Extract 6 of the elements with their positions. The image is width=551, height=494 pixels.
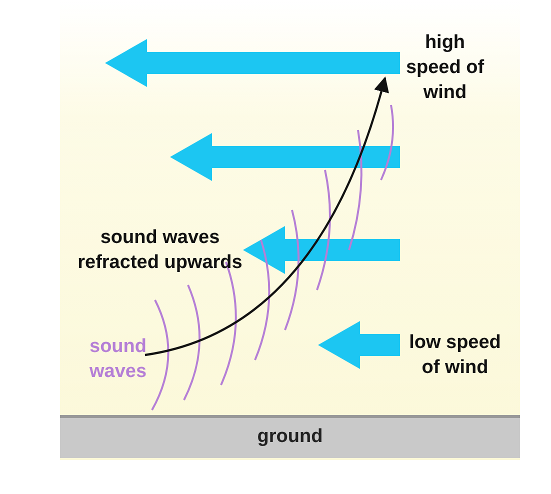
speed-label: high speed of wind	[404, 31, 486, 105]
caption-text: sound waves refracted upwards	[76, 226, 244, 275]
ground-label: ground	[256, 426, 324, 448]
ground-band	[60, 415, 520, 458]
speed-label: low speed of wind	[408, 331, 502, 380]
wave-label: sound waves	[88, 335, 148, 384]
